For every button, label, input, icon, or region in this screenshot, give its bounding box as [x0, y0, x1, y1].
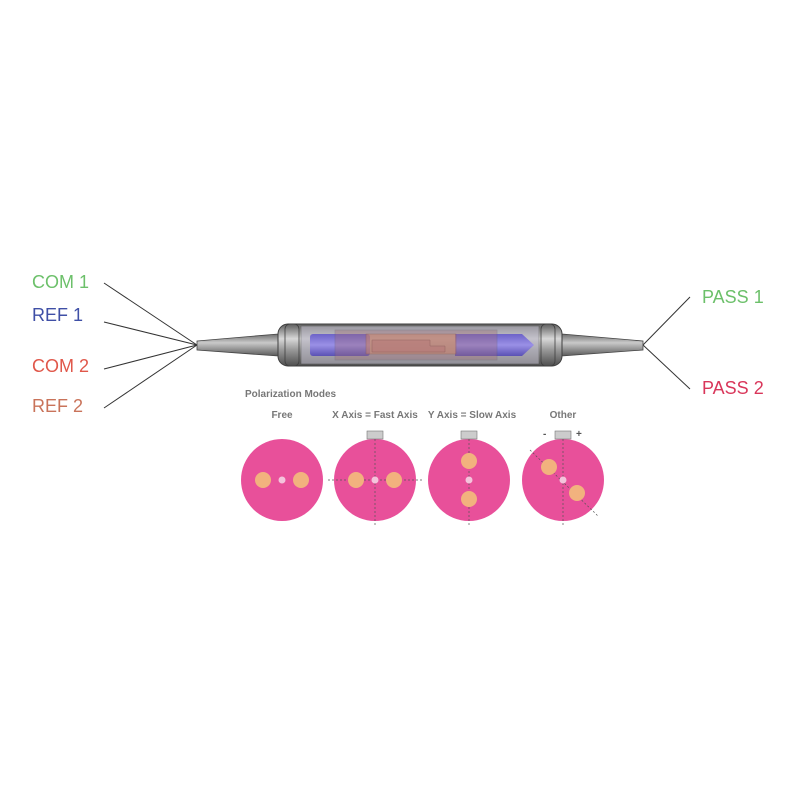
mode-x-axis-disc: [328, 430, 422, 527]
left-fiber-boot: [196, 333, 279, 357]
key-tab: [460, 430, 478, 440]
ref1-fiber-line: [103, 321, 198, 346]
port-label-ref1: REF 1: [32, 305, 84, 325]
mode-y-axis-disc: [428, 430, 510, 527]
mode-label-other: Other: [549, 410, 577, 421]
pass2-fiber-line: [642, 344, 691, 390]
stress-rod: [293, 472, 309, 488]
fiber-core: [278, 476, 286, 484]
angle-minus-sign: -: [543, 429, 547, 440]
port-label-com2: COM 2: [32, 356, 90, 376]
mode-label-free: Free: [271, 410, 293, 421]
polarization-modes-title: Polarization Modes: [245, 389, 337, 400]
left-fiber-leads: [103, 282, 198, 409]
mode-free-disc: [241, 439, 323, 521]
right-fiber-boot: [561, 333, 644, 357]
right-collimator-rod: [455, 334, 534, 356]
fiber-core: [559, 476, 567, 484]
key-tab: [366, 430, 384, 440]
stress-rod: [541, 459, 557, 475]
stress-rod: [461, 453, 477, 469]
left-collimator-rod: [310, 334, 370, 356]
internal-optics: [310, 329, 534, 361]
port-label-ref2: REF 2: [32, 396, 84, 416]
mode-label-y-axis: Y Axis = Slow Axis: [427, 410, 517, 421]
stress-rod: [386, 472, 402, 488]
stress-rod: [569, 485, 585, 501]
pass1-fiber-line: [642, 296, 691, 346]
stress-rod: [348, 472, 364, 488]
port-label-pass2: PASS 2: [702, 378, 764, 398]
fiber-core: [371, 476, 379, 484]
mode-label-x-axis: X Axis = Fast Axis: [332, 410, 418, 421]
port-label-pass1: PASS 1: [702, 287, 764, 307]
ref2-fiber-line: [103, 344, 198, 409]
stress-rod: [255, 472, 271, 488]
mode-other-disc: [522, 430, 604, 527]
right-fiber-leads: [642, 296, 691, 390]
com1-fiber-line: [103, 282, 198, 346]
fiber-core: [465, 476, 473, 484]
angle-plus-sign: +: [576, 429, 582, 440]
stress-rod: [461, 491, 477, 507]
port-label-com1: COM 1: [32, 272, 90, 292]
com2-fiber-line: [103, 344, 198, 370]
key-tab: [554, 430, 572, 440]
